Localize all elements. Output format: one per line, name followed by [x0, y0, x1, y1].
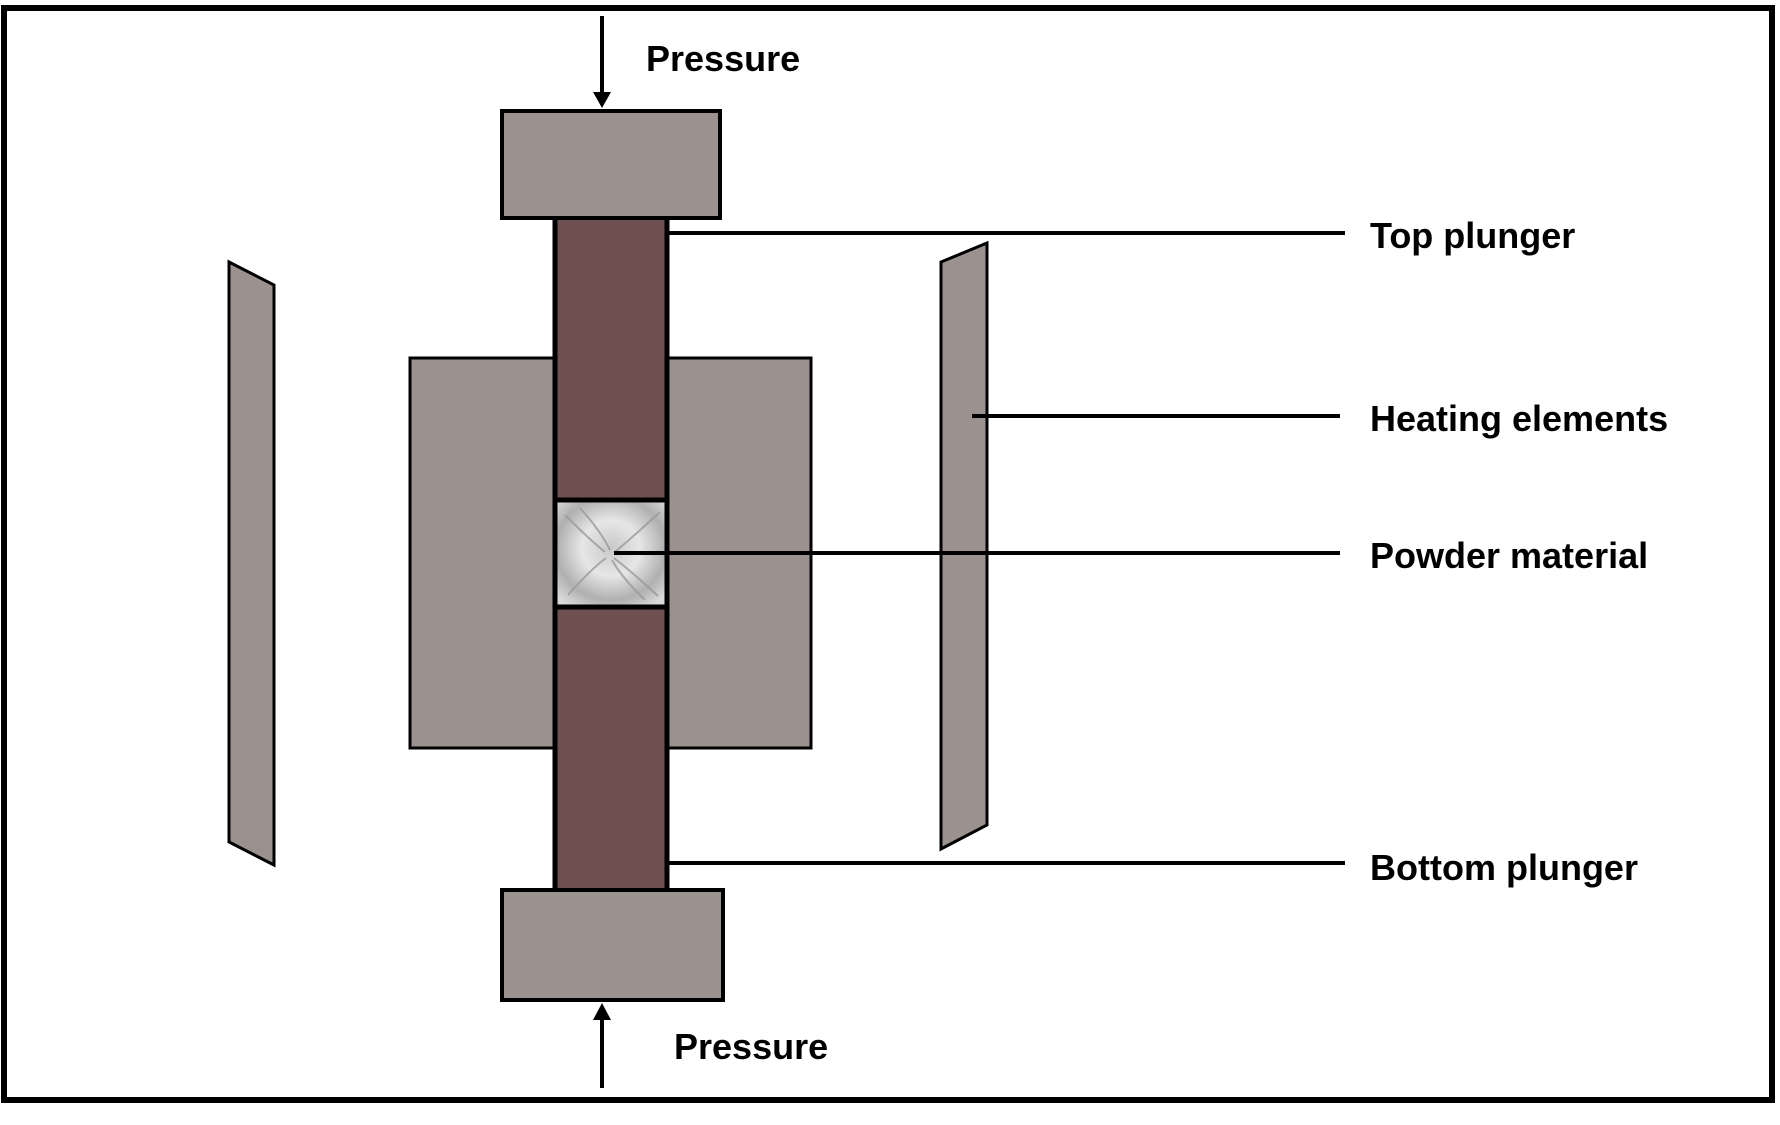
- bottom-plunger-label: Bottom plunger: [1370, 847, 1638, 888]
- top-plunger: [552, 213, 670, 503]
- top-pressure-block: [500, 109, 722, 220]
- heating-element-left: [227, 259, 276, 868]
- top-plunger-label: Top plunger: [1370, 215, 1575, 256]
- powder-texture: [564, 507, 661, 601]
- bottom-plunger: [552, 604, 670, 895]
- pressure-arrow-bottom: [593, 1003, 611, 1088]
- pressure-arrow-top: [593, 16, 611, 108]
- heating-element-right: [939, 240, 989, 852]
- bottom-pressure-block: [500, 888, 725, 1002]
- pressure-label-top: Pressure: [646, 38, 800, 79]
- powder-material-label: Powder material: [1370, 535, 1648, 576]
- heating-elements-label: Heating elements: [1370, 398, 1668, 439]
- pressure-label-bottom: Pressure: [674, 1026, 828, 1067]
- diagram-frame: [1, 5, 1775, 1103]
- die-block-left: [408, 356, 560, 750]
